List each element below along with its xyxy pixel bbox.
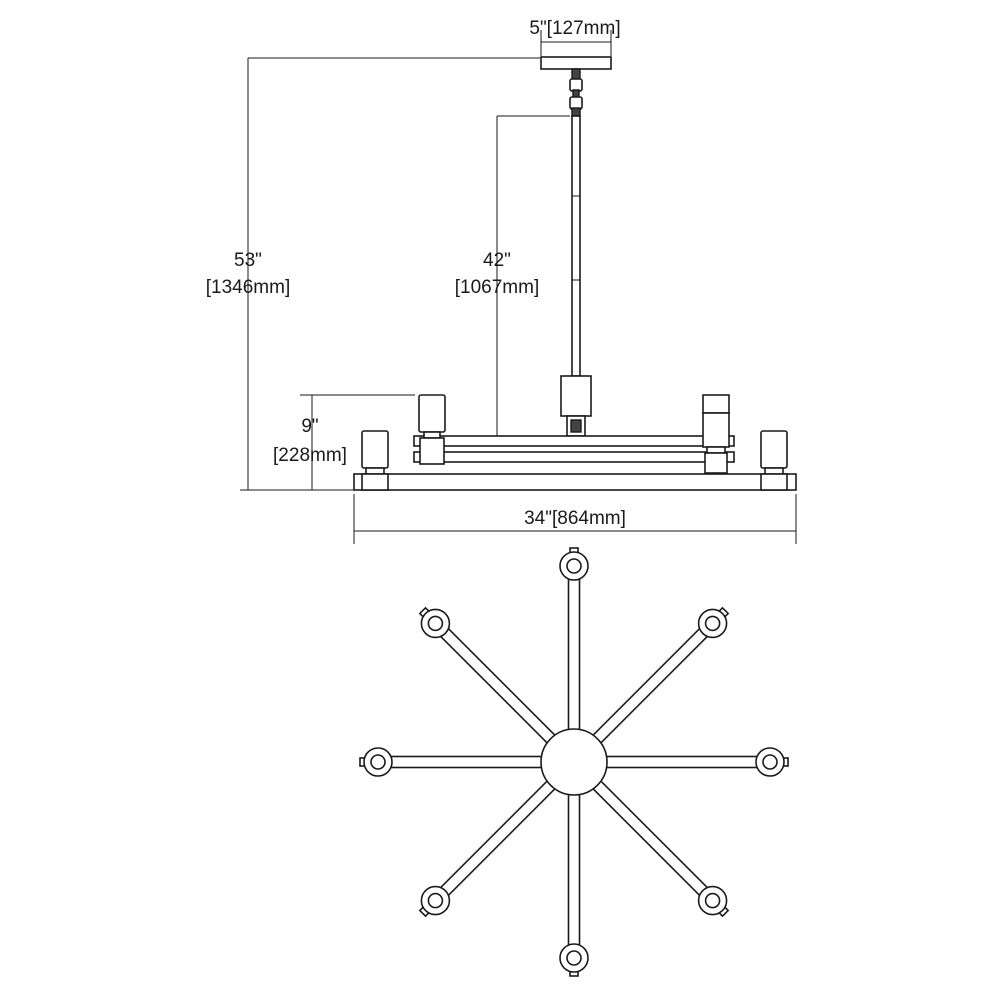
fixture-height-dimension: 9" [228mm]: [273, 394, 415, 490]
side-elevation: 5"[127mm] 53" [: [206, 18, 797, 544]
canopy-width-label: 5"[127mm]: [529, 18, 620, 39]
center-hub: [560, 375, 592, 437]
plan-socket: [559, 943, 589, 973]
fixture-width-label: 34"[864mm]: [524, 508, 626, 529]
stem-length-dimension: 42" [1067mm]: [455, 115, 570, 436]
plan-socket: [697, 885, 728, 916]
plan-arm: [359, 747, 544, 777]
stem-length-mm: [1067mm]: [455, 277, 539, 298]
overall-height-mm: [1346mm]: [206, 277, 290, 298]
arm-bars: [353, 435, 797, 491]
plan-socket: [755, 747, 785, 777]
plan-view: [359, 547, 789, 977]
fixture-height-inches: 9": [301, 416, 318, 437]
overall-height-dimension: 53" [1346mm]: [206, 57, 540, 491]
plan-arm: [559, 547, 589, 732]
stem-length-inches: 42": [483, 250, 511, 271]
plan-arm: [590, 778, 730, 918]
plan-arm: [559, 792, 589, 977]
plan-socket: [559, 551, 589, 581]
plan-arm: [418, 778, 558, 918]
overall-height-inches: 53": [234, 250, 262, 271]
ceiling-canopy: [540, 56, 612, 70]
plan-arm: [590, 606, 730, 746]
plan-socket: [420, 885, 451, 916]
light-sockets: [361, 394, 788, 491]
hook-chain: [569, 68, 583, 117]
fixture-width-dimension: 34"[864mm]: [353, 494, 797, 544]
plan-socket: [363, 747, 393, 777]
plan-socket: [420, 608, 451, 639]
plan-socket: [697, 608, 728, 639]
downrod-stem: [571, 115, 581, 377]
plan-arm: [604, 747, 789, 777]
canopy-width-dimension: 5"[127mm]: [529, 18, 621, 56]
plan-center-hub: [540, 728, 608, 796]
fixture-height-mm: [228mm]: [273, 445, 347, 466]
plan-arm: [418, 606, 558, 746]
